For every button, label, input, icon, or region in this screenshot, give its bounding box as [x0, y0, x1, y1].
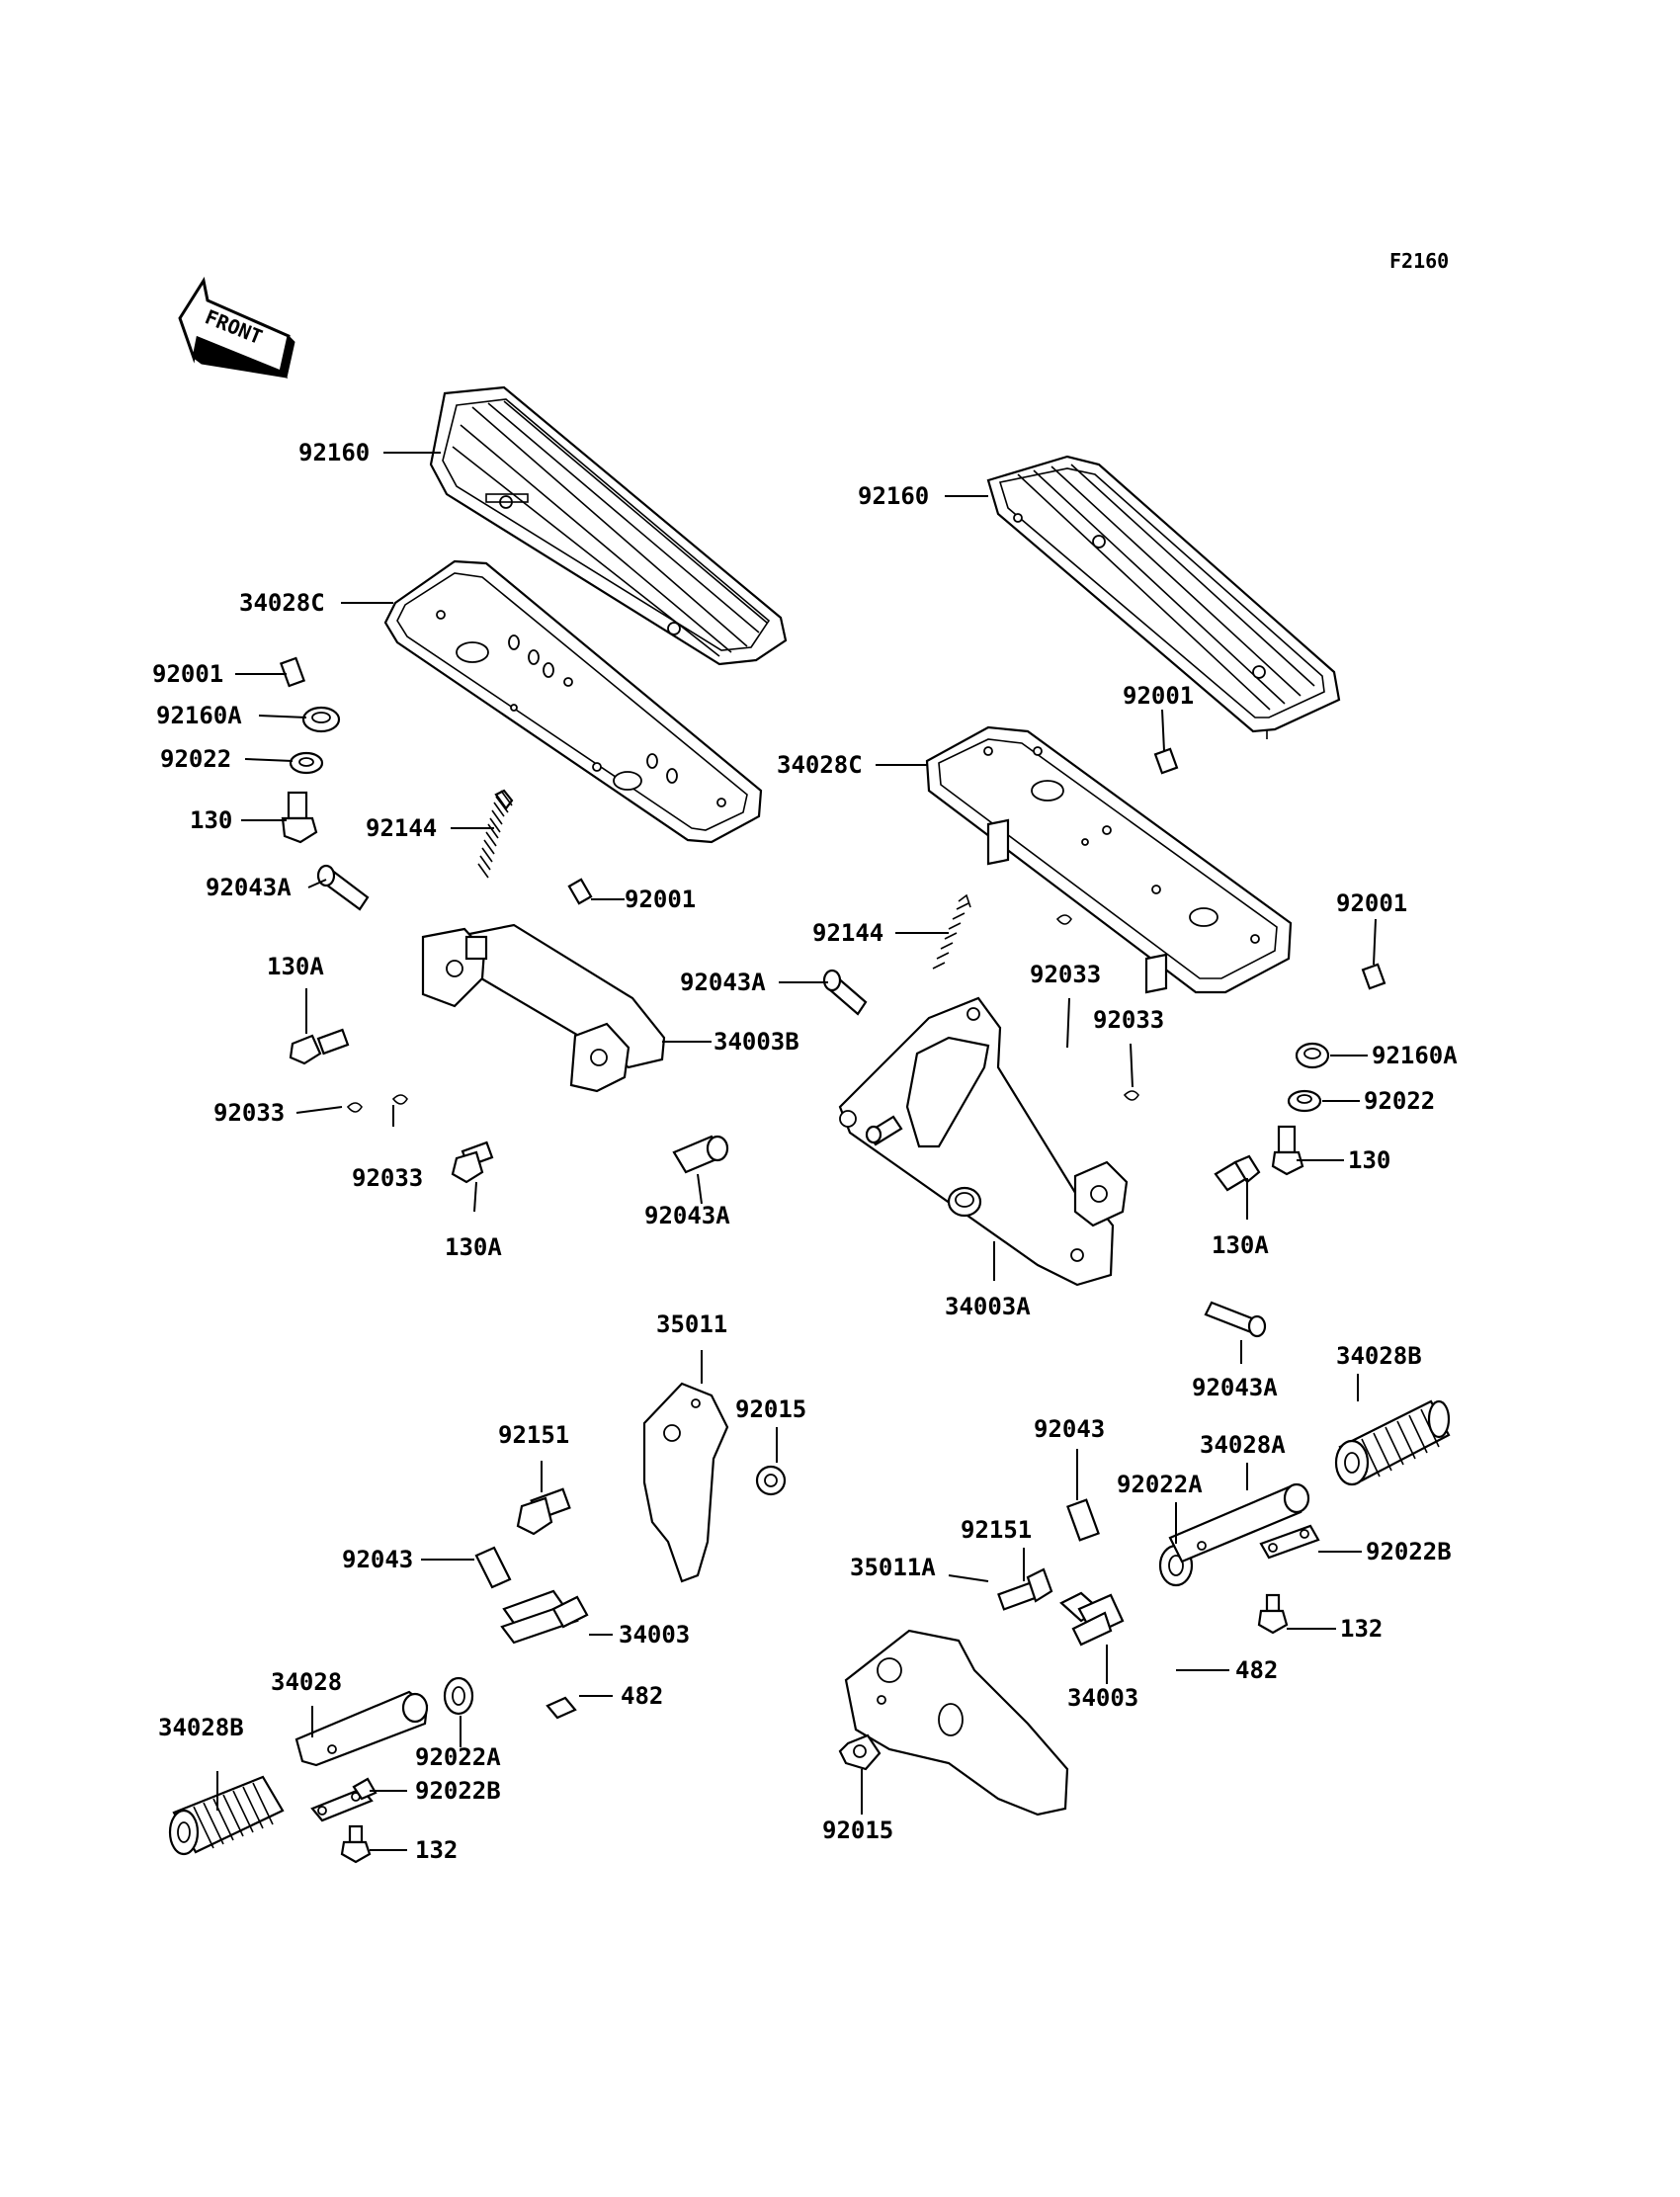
left-footpeg-assembly [168, 1382, 787, 1864]
callout-34028a: 34028A [1200, 1431, 1286, 1459]
leader-lines [216, 452, 1377, 1851]
callout-92033-right-b: 92033 [1093, 1006, 1164, 1034]
callout-34003-left: 34003 [619, 1621, 690, 1648]
front-arrow-icon: FRONT [178, 277, 295, 379]
callout-132-right: 132 [1340, 1615, 1383, 1643]
figure-code: F2160 [1389, 249, 1449, 273]
callout-34003-right: 34003 [1067, 1684, 1138, 1712]
callout-34028c-right: 34028C [777, 751, 863, 779]
left-floorboard-rubber [429, 385, 788, 666]
callout-92015-right: 92015 [822, 1817, 893, 1844]
callout-92022-left: 92022 [160, 745, 231, 773]
right-floorboard-plate [925, 725, 1293, 994]
right-footpeg-assembly [838, 1399, 1451, 1817]
callout-92043-left: 92043 [342, 1546, 413, 1573]
callout-92151-right: 92151 [961, 1516, 1032, 1544]
callout-130-left: 130 [190, 806, 232, 834]
callout-482-left: 482 [621, 1682, 663, 1710]
callout-132-left: 132 [415, 1836, 458, 1864]
callout-92151-left: 92151 [498, 1421, 569, 1449]
right-hardware [822, 747, 1386, 1338]
callout-92144-right: 92144 [812, 919, 883, 947]
callout-92001-left-bottom: 92001 [625, 886, 696, 913]
callout-92022-right: 92022 [1364, 1087, 1435, 1115]
callout-92015-left: 92015 [735, 1395, 806, 1423]
callout-130a-right: 130A [1212, 1231, 1269, 1259]
callout-92043a-right-bottom: 92043A [1192, 1374, 1278, 1401]
left-floorboard-plate [383, 559, 763, 844]
callout-92043a-left-bottom: 92043A [644, 1202, 730, 1229]
left-floorboard-bracket [421, 923, 666, 1093]
callout-92001-left-top: 92001 [152, 660, 223, 688]
left-hardware [279, 656, 729, 1184]
callout-34028b-left: 34028B [158, 1714, 244, 1741]
callout-34003a: 34003A [945, 1293, 1031, 1320]
callout-34028c-left: 34028C [239, 589, 325, 617]
callout-92160-right: 92160 [858, 482, 929, 510]
callout-92001-right-top: 92001 [1123, 682, 1194, 710]
callout-92022a-left: 92022A [415, 1743, 501, 1771]
callout-92001-right-bottom: 92001 [1336, 889, 1407, 917]
callout-92022a-right: 92022A [1117, 1471, 1203, 1498]
callout-34003b: 34003B [714, 1028, 799, 1056]
callout-92043a-left-top: 92043A [206, 874, 292, 901]
callout-92160a-right: 92160A [1372, 1042, 1458, 1069]
callout-92160-left: 92160 [298, 439, 370, 466]
right-floorboard-rubber [986, 455, 1341, 739]
callout-130a-left-top: 130A [267, 953, 324, 980]
callout-35011a: 35011A [850, 1554, 936, 1581]
callout-130a-left-bottom: 130A [445, 1233, 502, 1261]
callout-92033-right-a: 92033 [1030, 961, 1101, 988]
callout-92144-left: 92144 [366, 814, 437, 842]
callout-130-right: 130 [1348, 1146, 1390, 1174]
callout-92033-left-a: 92033 [213, 1099, 285, 1127]
callout-34028: 34028 [271, 1668, 342, 1696]
callout-92022b-left: 92022B [415, 1777, 501, 1805]
callout-35011: 35011 [656, 1310, 727, 1338]
right-floorboard-bracket [838, 996, 1129, 1287]
callout-34028b-right: 34028B [1336, 1342, 1422, 1370]
callout-92160a-left: 92160A [156, 702, 242, 729]
callout-92043a-right-top: 92043A [680, 969, 766, 996]
callout-92033-left-b: 92033 [352, 1164, 423, 1192]
callout-92043-right: 92043 [1034, 1415, 1105, 1443]
callout-482-right: 482 [1235, 1656, 1278, 1684]
callout-labels: 92160 34028C 92001 92160A 92022 130 9214… [152, 439, 1458, 1864]
callout-92022b-right: 92022B [1366, 1538, 1452, 1565]
